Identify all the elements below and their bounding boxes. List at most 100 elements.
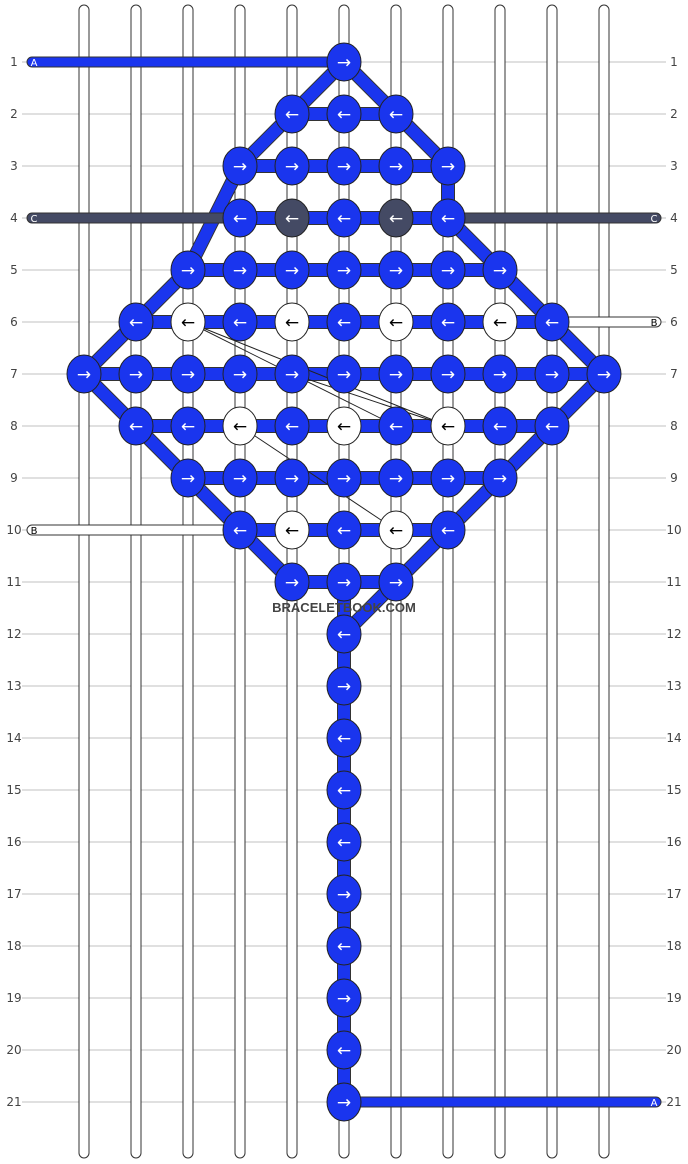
knots: →←←←→→→→→←←←←←→→→→→→→←←←←←←←←←→→→→→→→→→→… [66, 42, 622, 1122]
tail-a-end [343, 1096, 662, 1108]
knot-arrow-icon: → [337, 261, 351, 281]
vertical-string [78, 4, 90, 1159]
vertical-string [234, 4, 246, 1159]
row-label-left: 10 [6, 523, 21, 537]
knot-arrow-icon: ← [441, 209, 455, 229]
knot-arrow-icon: ← [285, 521, 299, 541]
row-label-right: 14 [666, 731, 681, 745]
row-label-left: 7 [10, 367, 18, 381]
knot-arrow-icon: ← [233, 417, 247, 437]
vertical-string [546, 4, 558, 1159]
knot-arrow-icon: → [181, 261, 195, 281]
knot-arrow-icon: ← [337, 781, 351, 801]
knot [222, 146, 258, 186]
knot [378, 250, 414, 290]
knot [222, 458, 258, 498]
knot [170, 250, 206, 290]
row-label-left: 5 [10, 263, 18, 277]
knot [430, 250, 466, 290]
knot-arrow-icon: ← [337, 1041, 351, 1061]
knot-arrow-icon: ← [337, 937, 351, 957]
knot-arrow-icon: → [285, 573, 299, 593]
knot-arrow-icon: → [493, 469, 507, 489]
knot [534, 302, 570, 342]
knot-arrow-icon: ← [389, 209, 403, 229]
knot-arrow-icon: ← [181, 417, 195, 437]
knot [326, 302, 362, 342]
knot-arrow-icon: → [285, 365, 299, 385]
tail-c-right-letter: C [651, 214, 658, 225]
tail-b-left-letter: B [31, 526, 38, 537]
knot-arrow-icon: ← [129, 417, 143, 437]
knot-arrow-icon: ← [441, 521, 455, 541]
tail-c-left-letter: C [31, 214, 38, 225]
row-label-right: 7 [670, 367, 678, 381]
row-label-left: 16 [6, 835, 21, 849]
vertical-string [130, 4, 142, 1159]
row-label-left: 3 [10, 159, 18, 173]
knot-arrow-icon: ← [285, 209, 299, 229]
knot [378, 302, 414, 342]
knot [222, 250, 258, 290]
tail-a-end-letter: A [651, 1098, 658, 1109]
knot [274, 146, 310, 186]
knot-arrow-icon: → [285, 261, 299, 281]
knot-arrow-icon: → [233, 469, 247, 489]
knot-arrow-icon: → [337, 53, 351, 73]
row-label-right: 13 [666, 679, 681, 693]
knot [326, 1030, 362, 1070]
knot-arrow-icon: ← [337, 833, 351, 853]
row-label-left: 11 [6, 575, 21, 589]
knot [274, 406, 310, 446]
knot-arrow-icon: ← [285, 417, 299, 437]
knot [326, 354, 362, 394]
knot [326, 42, 362, 82]
row-label-right: 9 [670, 471, 678, 485]
knot-arrow-icon: → [181, 469, 195, 489]
knot-arrow-icon: ← [441, 417, 455, 437]
knot-arrow-icon: ← [337, 521, 351, 541]
knot-arrow-icon: ← [545, 313, 559, 333]
knot-arrow-icon: → [337, 885, 351, 905]
knot-arrow-icon: ← [285, 313, 299, 333]
row-label-left: 18 [6, 939, 21, 953]
knot-arrow-icon: → [597, 365, 611, 385]
row-label-right: 12 [666, 627, 681, 641]
row-label-right: 21 [666, 1095, 681, 1109]
row-label-right: 3 [670, 159, 678, 173]
row-label-right: 19 [666, 991, 681, 1005]
knot-arrow-icon: → [233, 261, 247, 281]
knot [222, 510, 258, 550]
knot [222, 406, 258, 446]
knot-arrow-icon: ← [337, 313, 351, 333]
knot [482, 354, 518, 394]
knot-arrow-icon: → [337, 157, 351, 177]
knot [274, 562, 310, 602]
knot [326, 406, 362, 446]
knot-arrow-icon: ← [493, 313, 507, 333]
knot [378, 354, 414, 394]
row-label-left: 1 [10, 55, 18, 69]
knot [326, 926, 362, 966]
row-label-left: 19 [6, 991, 21, 1005]
tail-c-left [26, 212, 241, 224]
knot-arrow-icon: ← [389, 105, 403, 125]
watermark: BRACELETBOOK.COM [272, 600, 416, 615]
knot [66, 354, 102, 394]
knot-arrow-icon: → [337, 989, 351, 1009]
vertical-string [494, 4, 506, 1159]
knot [326, 562, 362, 602]
knot-arrow-icon: ← [337, 209, 351, 229]
knot [430, 510, 466, 550]
knot [274, 250, 310, 290]
knot [274, 354, 310, 394]
knot [326, 770, 362, 810]
knot-arrow-icon: → [493, 365, 507, 385]
knot [326, 146, 362, 186]
row-label-right: 8 [670, 419, 678, 433]
knot [378, 562, 414, 602]
knot-arrow-icon: → [285, 469, 299, 489]
row-label-right: 17 [666, 887, 681, 901]
